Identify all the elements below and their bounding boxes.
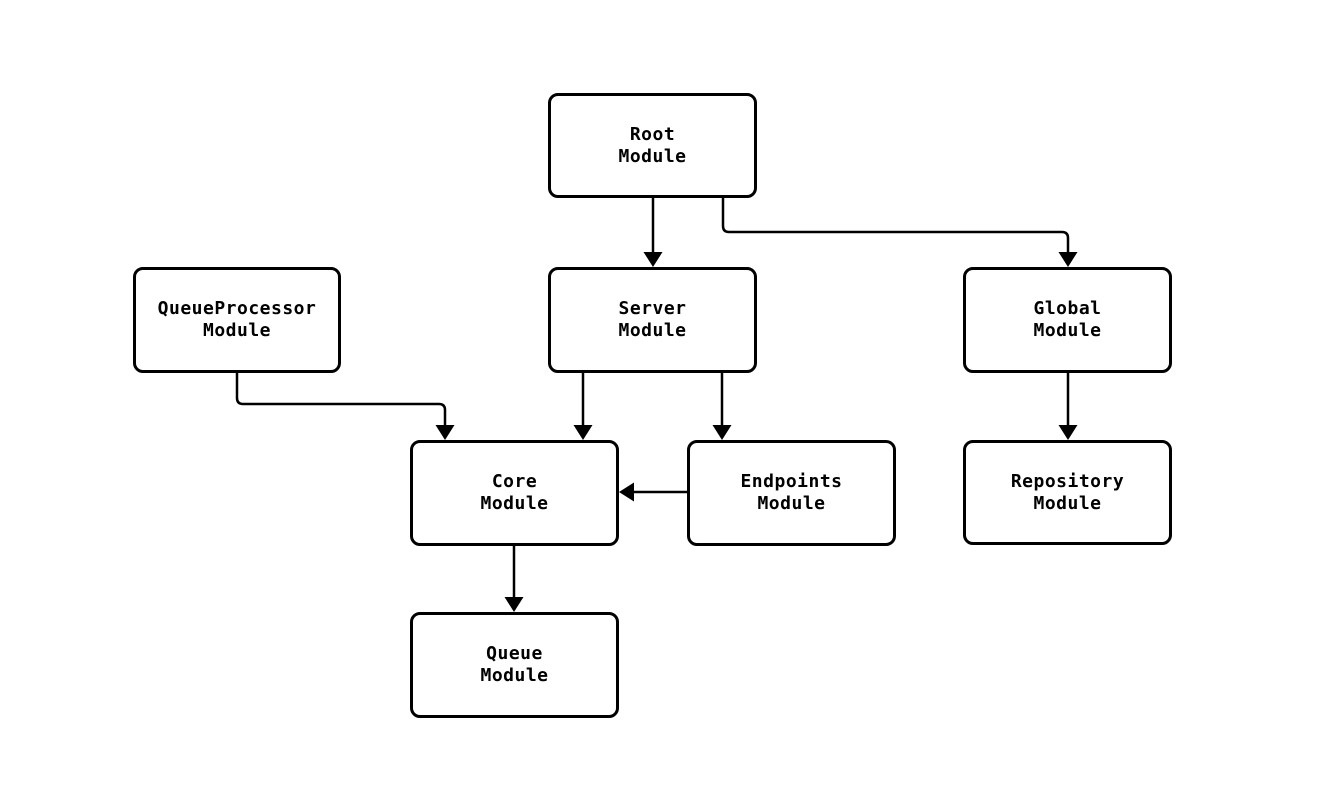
node-endpoints-module-label: Endpoints Module bbox=[740, 471, 843, 514]
node-core-module-label: Core Module bbox=[480, 471, 549, 514]
node-global-module: Global Module bbox=[963, 267, 1172, 373]
arrowhead-endpoints-module-to-core-module bbox=[619, 482, 634, 502]
node-queueprocessor-module-label: QueueProcessor Module bbox=[157, 298, 317, 341]
node-endpoints-module: Endpoints Module bbox=[687, 440, 896, 546]
node-queue-module: Queue Module bbox=[410, 612, 619, 718]
arrowhead-root-module-to-global-module bbox=[1058, 252, 1078, 267]
node-queueprocessor-module: QueueProcessor Module bbox=[133, 267, 341, 373]
node-repository-module: Repository Module bbox=[963, 440, 1172, 545]
node-root-module-label: Root Module bbox=[618, 123, 687, 167]
node-root-module: Root Module bbox=[548, 93, 757, 198]
edge-queueprocessor-module-to-core-module bbox=[235, 373, 447, 428]
node-queue-module-label: Queue Module bbox=[480, 643, 549, 686]
node-server-module-label: Server Module bbox=[618, 298, 687, 341]
arrowhead-server-module-to-endpoints-module bbox=[712, 425, 732, 440]
arrowhead-global-module-to-repository-module bbox=[1058, 425, 1078, 440]
node-server-module: Server Module bbox=[548, 267, 757, 373]
node-repository-module-label: Repository Module bbox=[1010, 470, 1125, 514]
arrowhead-core-module-to-queue-module bbox=[504, 597, 524, 612]
arrowhead-server-module-to-core-module bbox=[573, 425, 593, 440]
arrowhead-root-module-to-server-module bbox=[643, 252, 663, 267]
node-global-module-label: Global Module bbox=[1033, 298, 1102, 341]
edge-root-module-to-global-module bbox=[721, 198, 1070, 255]
node-core-module: Core Module bbox=[410, 440, 619, 546]
arrowhead-queueprocessor-module-to-core-module bbox=[435, 425, 455, 440]
